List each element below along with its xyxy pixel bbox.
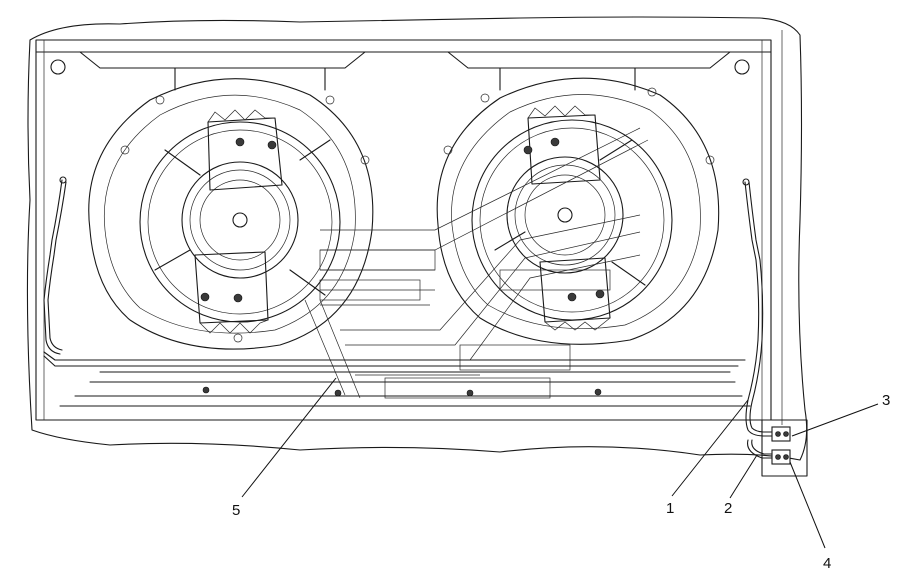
bracket-left	[79, 51, 366, 91]
callout-5: 5	[232, 502, 240, 519]
leader-3	[791, 403, 879, 437]
callout-3: 3	[882, 392, 890, 409]
leader-4	[789, 461, 826, 549]
mount-hole-left	[50, 59, 66, 75]
fan-right	[436, 77, 720, 345]
bottom-rails	[43, 351, 751, 407]
fitting-block	[761, 419, 808, 477]
wiring-harness	[304, 127, 649, 399]
callout-1: 1	[666, 500, 674, 517]
housing-outline	[26, 16, 808, 461]
callout-2: 2	[724, 500, 732, 517]
leader-1	[671, 399, 749, 497]
leader-5	[241, 377, 337, 498]
callout-4: 4	[823, 555, 831, 572]
pipe-right	[744, 181, 776, 437]
bracket-right	[447, 51, 731, 91]
mount-hole-right	[734, 59, 750, 75]
leader-2	[729, 454, 758, 499]
frame-panel	[35, 39, 772, 421]
pipe-left	[43, 179, 63, 355]
fan-left	[88, 78, 374, 350]
